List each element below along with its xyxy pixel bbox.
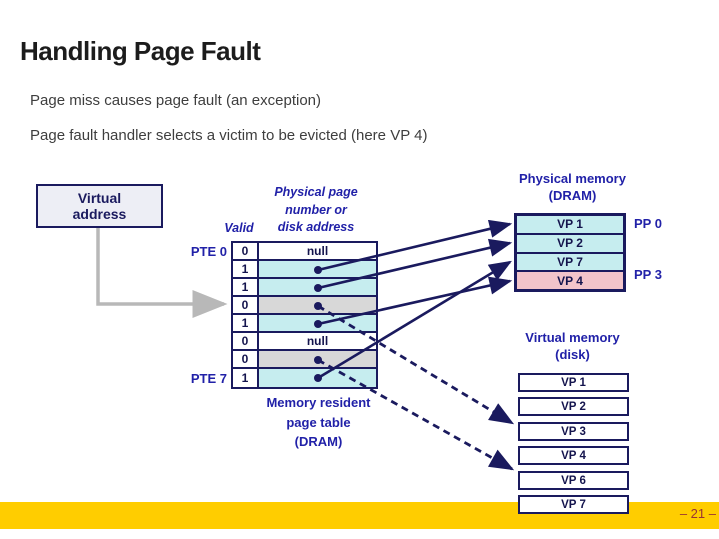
data-column-header: Physical page number or disk address [274,185,358,235]
pp0-label: PP 0 [634,216,662,231]
pte-data-cell: null [259,333,376,351]
pte-data-cell: null [259,243,376,261]
page-table-row-7: 1 [233,369,376,387]
disk-page-vp6: VP 6 [518,471,629,490]
pte-data-cell [259,351,376,369]
valid-cell: 1 [233,369,259,387]
virtual-memory-title: Virtual memory (disk) [525,330,620,362]
address-lookup-arrow [96,228,228,318]
page-table-row-0: 0 null [233,243,376,261]
pte-data-cell [259,369,376,387]
pte-data-cell [259,297,376,315]
valid-cell: 1 [233,279,259,297]
page-table: 0 null 1 1 0 1 0 null 0 1 [231,241,378,389]
physical-memory-box: VP 1 VP 2 VP 7 VP 4 [514,213,626,293]
pte0-label: PTE 0 [190,244,227,259]
page-table-caption: Memory resident page table (DRAM) [266,395,371,449]
page-table-row-6: 0 [233,351,376,369]
page-table-row-2: 1 [233,279,376,297]
pte-data-cell [259,261,376,279]
page-table-row-1: 1 [233,261,376,279]
valid-cell: 0 [233,243,259,261]
dram-row-vp1: VP 1 [517,216,623,235]
valid-cell: 0 [233,333,259,351]
valid-cell: 0 [233,297,259,315]
disk-page-vp2: VP 2 [518,397,629,416]
pte7-label: PTE 7 [190,371,227,386]
slide-title: Handling Page Fault [20,36,261,66]
disk-page-vp4: VP 4 [518,446,629,465]
dram-row-vp7: VP 7 [517,253,623,273]
physical-memory-title: Physical memory (DRAM) [519,171,626,203]
valid-cell: 0 [233,351,259,369]
page-number: – 21 – [679,506,716,521]
valid-cell: 1 [233,315,259,333]
page-table-row-3: 0 [233,297,376,315]
pte-data-cell [259,315,376,333]
pte-data-cell [259,279,376,297]
valid-cell: 1 [233,261,259,279]
disk-page-vp3: VP 3 [518,422,629,441]
dram-row-vp2: VP 2 [517,234,623,254]
virtual-address-label: Virtual address [72,189,127,222]
bullet-line-1: Page miss causes page fault (an exceptio… [30,92,321,109]
disk-page-vp7: VP 7 [518,495,629,514]
disk-page-vp1: VP 1 [518,373,629,392]
page-table-row-5: 0 null [233,333,376,351]
pp3-label: PP 3 [634,267,662,282]
bullet-line-2: Page fault handler selects a victim to b… [30,127,428,144]
dram-row-vp4-victim: VP 4 [517,272,623,290]
valid-column-header: Valid [224,221,254,235]
virtual-address-box: Virtual address [36,184,163,228]
page-table-row-4: 1 [233,315,376,333]
